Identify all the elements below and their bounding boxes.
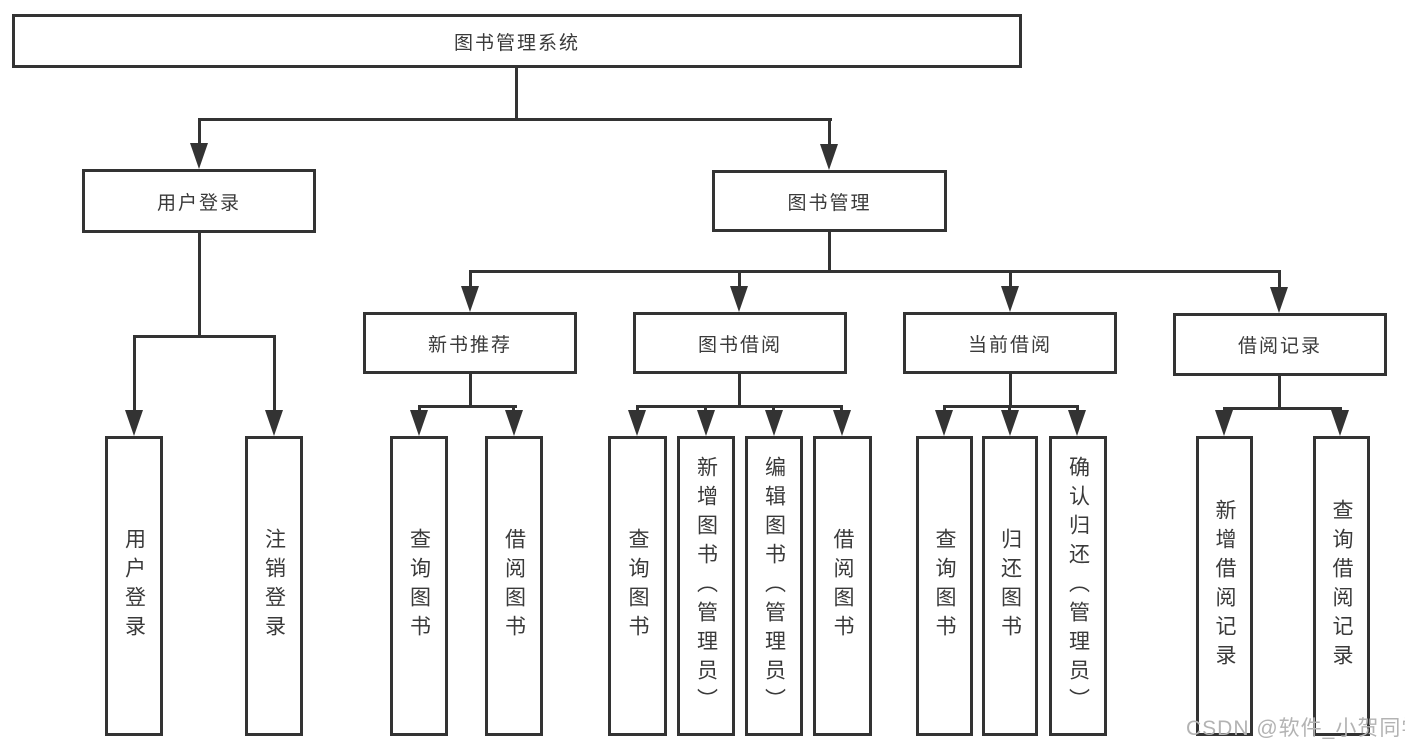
connector-stem	[469, 374, 472, 405]
leaf-query-books: 查询图书	[390, 436, 448, 736]
leaf-user-login: 用户登录	[105, 436, 163, 736]
leaf-label: 注销登录	[262, 528, 286, 644]
leaf-edit-books-admin: 编辑图书（管理员）	[745, 436, 803, 736]
leaf-label: 借阅图书	[502, 528, 526, 644]
connector-drop	[273, 335, 276, 412]
connector-drop	[133, 335, 136, 412]
arrowhead-down-icon	[697, 410, 715, 436]
connector-drop	[1339, 407, 1342, 412]
arrowhead-down-icon	[1215, 410, 1233, 436]
arrowhead-down-icon	[1270, 287, 1288, 313]
leaf-label: 借阅图书	[831, 528, 854, 644]
connector-root-bar	[198, 118, 832, 121]
csdn-watermark: CSDN @软件_小贺同学	[1186, 717, 1405, 740]
node-new-book-recommend: 新书推荐	[363, 312, 577, 374]
connector-bar	[1223, 407, 1342, 410]
connector-drop	[1008, 405, 1011, 412]
connector-drop-book-management	[828, 118, 831, 146]
arrowhead-down-icon	[265, 410, 283, 436]
connector-drop	[1223, 407, 1226, 412]
leaf-label: 查询图书	[626, 528, 649, 644]
connector-book-management-bar	[469, 270, 1280, 273]
connector-stem	[738, 374, 741, 405]
leaf-label: 编辑图书（管理员）	[762, 455, 786, 717]
connector-drop	[704, 405, 707, 412]
arrowhead-down-icon	[935, 410, 953, 436]
arrowhead-down-icon	[820, 144, 838, 170]
arrowhead-down-icon	[125, 410, 143, 436]
leaf-label: 用户登录	[122, 528, 146, 644]
arrowhead-down-icon	[410, 410, 428, 436]
arrowhead-down-icon	[730, 286, 748, 312]
leaf-label: 归还图书	[998, 528, 1022, 644]
node-book-borrow: 图书借阅	[633, 312, 847, 374]
arrowhead-down-icon	[461, 286, 479, 312]
connector-user-login-stem	[198, 233, 201, 335]
arrowhead-down-icon	[1331, 410, 1349, 436]
connector-stem	[1009, 374, 1012, 405]
leaf-borrow-books: 借阅图书	[485, 436, 543, 736]
connector-user-login-bar	[133, 335, 276, 338]
arrowhead-down-icon	[1001, 286, 1019, 312]
connector-drop	[418, 405, 421, 412]
node-current-borrow: 当前借阅	[903, 312, 1117, 374]
connector-bar	[636, 405, 843, 408]
arrowhead-down-icon	[628, 410, 646, 436]
connector-drop	[1076, 405, 1079, 412]
node-root: 图书管理系统	[12, 14, 1022, 68]
leaf-borrow-books: 借阅图书	[813, 436, 872, 736]
leaf-add-borrow-record: 新增借阅记录	[1196, 436, 1253, 736]
arrowhead-down-icon	[765, 410, 783, 436]
connector-bar	[418, 405, 517, 408]
connector-drop	[772, 405, 775, 412]
leaf-label: 确认归还（管理员）	[1066, 455, 1090, 717]
node-user-login: 用户登录	[82, 169, 316, 233]
leaf-logout: 注销登录	[245, 436, 303, 736]
leaf-query-borrow-record: 查询借阅记录	[1313, 436, 1370, 736]
connector-drop	[738, 270, 741, 288]
leaf-label: 查询借阅记录	[1330, 499, 1353, 673]
connector-drop	[512, 405, 515, 412]
arrowhead-down-icon	[505, 410, 523, 436]
arrowhead-down-icon	[833, 410, 851, 436]
arrowhead-down-icon	[190, 143, 208, 169]
connector-drop	[636, 405, 639, 412]
connector-drop	[943, 405, 946, 412]
leaf-query-books: 查询图书	[608, 436, 667, 736]
connector-bar	[943, 405, 1079, 408]
leaf-label: 新增借阅记录	[1213, 499, 1236, 673]
node-book-management: 图书管理	[712, 170, 947, 232]
connector-drop-user-login	[198, 118, 201, 146]
leaf-label: 查询图书	[933, 528, 956, 644]
connector-root-stem	[515, 68, 518, 118]
arrowhead-down-icon	[1001, 410, 1019, 436]
node-borrow-records: 借阅记录	[1173, 313, 1387, 376]
leaf-confirm-return-admin: 确认归还（管理员）	[1049, 436, 1107, 736]
arrowhead-down-icon	[1068, 410, 1086, 436]
leaf-query-books: 查询图书	[916, 436, 973, 736]
leaf-label: 新增图书（管理员）	[694, 455, 718, 717]
connector-book-management-stem	[828, 232, 831, 270]
connector-drop	[1009, 270, 1012, 288]
connector-drop	[469, 270, 472, 288]
connector-drop	[840, 405, 843, 412]
leaf-return-books: 归还图书	[982, 436, 1038, 736]
connector-stem	[1278, 376, 1281, 407]
leaf-label: 查询图书	[407, 528, 431, 644]
leaf-add-books-admin: 新增图书（管理员）	[677, 436, 735, 736]
connector-drop	[1278, 270, 1281, 289]
